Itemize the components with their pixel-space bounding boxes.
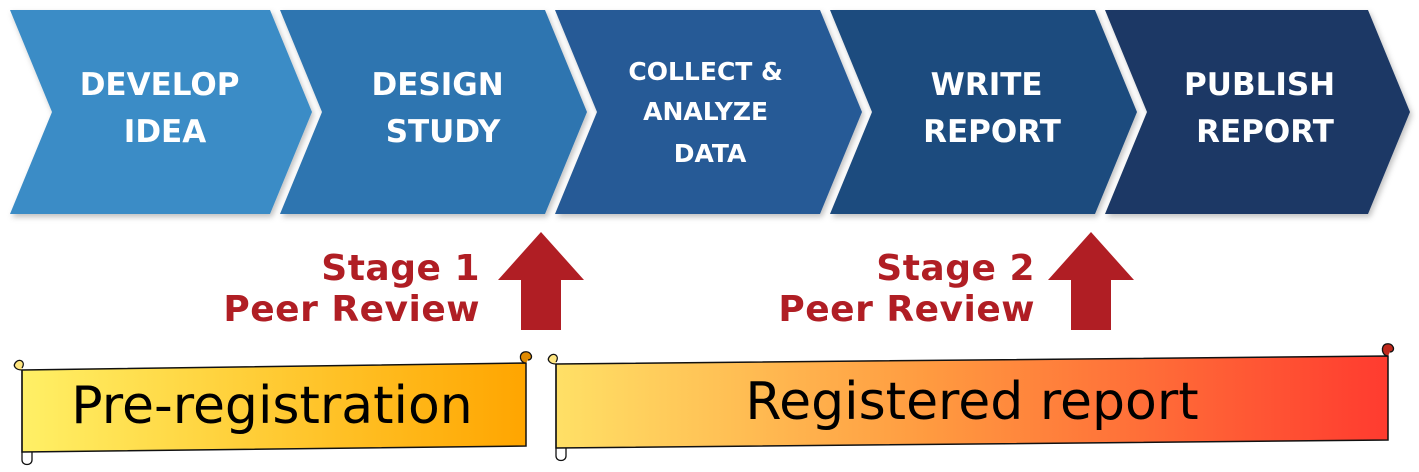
preregistration-label: Pre-registration bbox=[71, 376, 473, 436]
step-write-report: WRITE REPORT bbox=[830, 10, 1137, 214]
step-label: DESIGN STUDY bbox=[372, 67, 515, 150]
chevron-shape bbox=[1105, 10, 1410, 214]
chevron-shape bbox=[280, 10, 587, 214]
chevron-shape bbox=[555, 10, 862, 214]
registered-report-label: Registered report bbox=[745, 372, 1199, 432]
step-label: COLLECT & ANALYZE DATA bbox=[628, 57, 791, 168]
chevron-shape bbox=[10, 10, 312, 214]
stage-1-title: Stage 1 bbox=[321, 248, 480, 289]
stage-2-arrow-icon bbox=[1048, 232, 1134, 330]
step-collect-analyze-data: COLLECT & ANALYZE DATA bbox=[555, 10, 862, 214]
research-process-flow: DEVELOP IDEA DESIGN STUDY COLLECT & ANAL… bbox=[10, 10, 1410, 214]
chevron-shape bbox=[830, 10, 1137, 214]
stage-2-title: Stage 2 bbox=[876, 248, 1035, 289]
step-develop-idea: DEVELOP IDEA bbox=[10, 10, 312, 214]
stage-2-label: Stage 2 Peer Review bbox=[735, 248, 1035, 330]
step-label: PUBLISH REPORT bbox=[1184, 67, 1346, 150]
registered-report-scroll bbox=[547, 343, 1395, 462]
step-label: DEVELOP IDEA bbox=[80, 67, 251, 150]
stage-1-label: Stage 1 Peer Review bbox=[180, 248, 480, 330]
preregistration-scroll bbox=[13, 351, 533, 466]
stage-1-subtitle: Peer Review bbox=[223, 289, 480, 330]
step-publish-report: PUBLISH REPORT bbox=[1105, 10, 1410, 214]
step-label: WRITE REPORT bbox=[923, 67, 1061, 150]
step-design-study: DESIGN STUDY bbox=[280, 10, 587, 214]
stage-1-arrow-icon bbox=[498, 232, 584, 330]
stage-2-subtitle: Peer Review bbox=[778, 289, 1035, 330]
